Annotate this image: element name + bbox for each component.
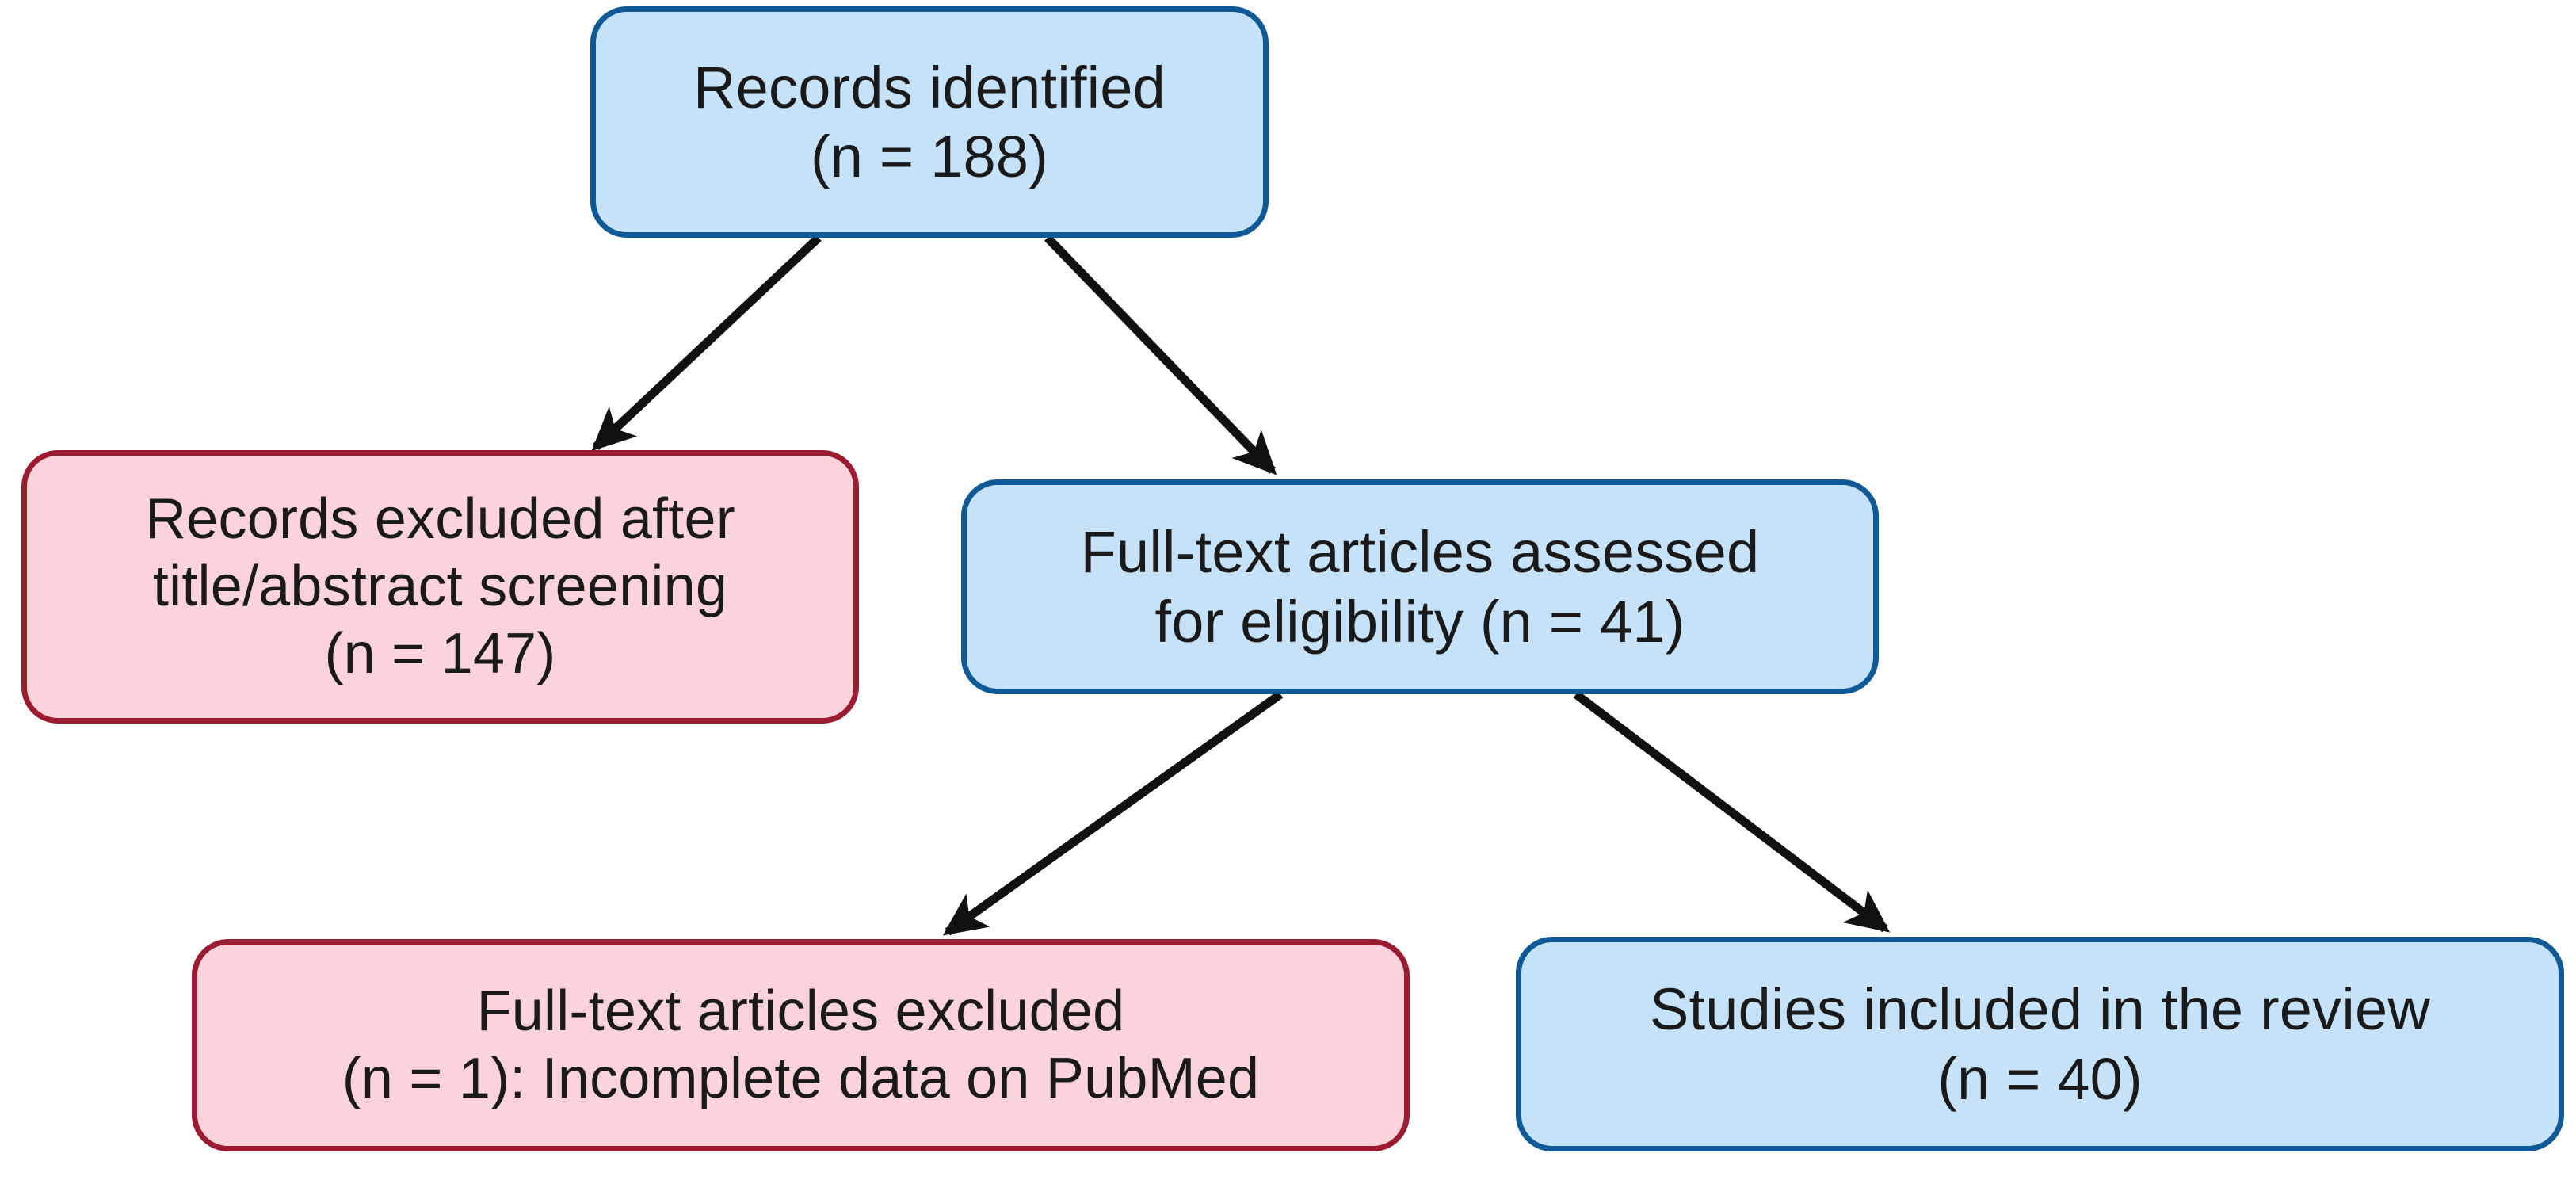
edge-fulltext-assessed-to-excluded-fulltext [942, 690, 1284, 936]
edge-fulltext-assessed-to-included [1573, 690, 1891, 933]
node-fulltext-articles-excluded-label: Full-text articles excluded (n = 1): Inc… [342, 980, 1260, 1110]
node-records-excluded-title-abstract: Records excluded after title/abstract sc… [21, 450, 859, 724]
edge-identified-to-excluded-title-abstract [591, 234, 822, 452]
edge-identified-to-fulltext-assessed [1044, 235, 1277, 475]
node-studies-included: Studies included in the review (n = 40) [1516, 937, 2564, 1151]
node-records-identified: Records identified (n = 188) [590, 6, 1269, 238]
node-records-excluded-title-abstract-label: Records excluded after title/abstract sc… [145, 487, 735, 685]
node-records-identified-label: Records identified (n = 188) [693, 54, 1166, 189]
node-fulltext-articles-assessed: Full-text articles assessed for eligibil… [961, 479, 1879, 694]
node-fulltext-articles-excluded: Full-text articles excluded (n = 1): Inc… [192, 939, 1410, 1151]
node-studies-included-label: Studies included in the review (n = 40) [1649, 976, 2431, 1112]
node-fulltext-articles-assessed-label: Full-text articles assessed for eligibil… [1080, 519, 1760, 655]
